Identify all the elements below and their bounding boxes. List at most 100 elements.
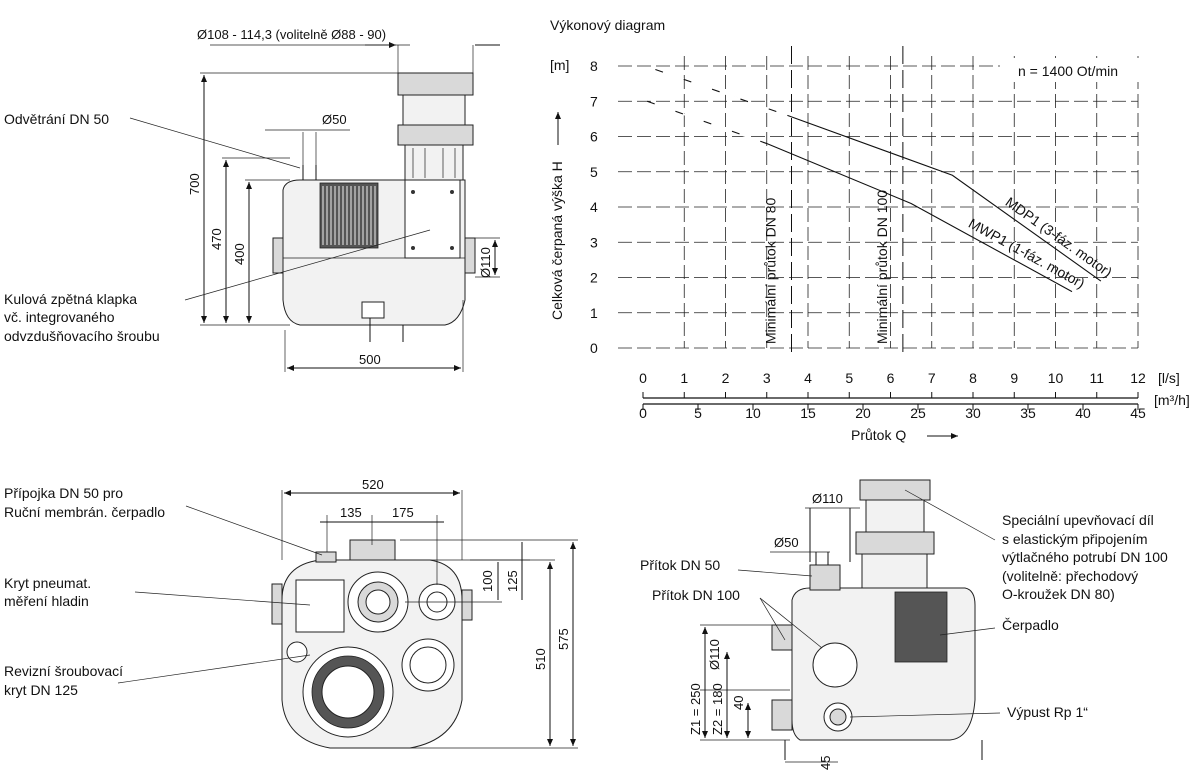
side-view-drawing: 700 470 400 500 Ø110 Ø108 - 114,3 (volit… [4,27,943,659]
x-tick-label-m3h: 40 [1075,405,1091,421]
x-tick-label-ls: 2 [722,370,730,386]
y-tick-label: 3 [590,234,598,250]
label-level-cover-1: Kryt pneumat. [4,575,91,591]
left-inlet [272,237,284,274]
y-tick-label: 4 [590,199,598,215]
chart-grid [618,56,1139,349]
dim-520: 520 [362,477,384,492]
label-inflow-50: Přítok DN 50 [640,557,720,573]
pipe-section [402,94,466,126]
mid-flange [397,124,474,146]
series-dash-mask [655,68,788,117]
x-tick-label-m3h: 25 [910,405,926,421]
x-tick-label-ls: 1 [680,370,688,386]
label-special-5: O-kroužek DN 80) [1002,586,1115,602]
pump-motor [894,591,948,663]
label-check-valve-3: odvzdušňovacího šroubu [4,328,160,344]
label-special-4: (volitelně: přechodový [1002,568,1138,584]
y-unit: [m] [550,57,569,73]
dim-700: 700 [187,173,202,195]
min-flow-label: Minimální průtok DN 80 [763,198,779,344]
y-tick-label: 2 [590,270,598,286]
x-tick-label-m3h: 0 [639,405,647,421]
y-tick-label: 6 [590,129,598,145]
x-tick-label-ls: 10 [1048,370,1064,386]
x-tick-label-m3h: 20 [855,405,871,421]
dim-50-vent: Ø50 [322,112,347,127]
dim-z2: Z2 = 180 [710,683,725,735]
dim-45: 45 [818,756,833,770]
x-unit-m3h: [m³/h] [1154,392,1190,408]
label-connection-2: Ruční membrán. čerpadlo [4,504,165,520]
valve-column [404,144,464,181]
dim-135: 135 [340,505,362,520]
x-tick-label-ls: 12 [1130,370,1146,386]
x-tick-label-m3h: 35 [1020,405,1036,421]
label-level-cover-2: měření hladin [4,593,89,609]
mid-flange-2 [855,531,935,555]
label-outlet: Výpust Rp 1“ [1007,704,1088,720]
speed-annotation: n = 1400 Ot/min [1018,63,1118,79]
y-tick-label: 5 [590,164,598,180]
dim-175: 175 [392,505,414,520]
front-view-drawing: Ø110 Ø50 Přítok DN 50 Přítok DN 100 Z1 =… [640,479,1168,770]
dim-125: 125 [505,570,520,592]
y-tick-label: 1 [590,305,598,321]
min-flow-label: Minimální průtok DN 100 [874,190,890,344]
dim-110-inlet: Ø110 [707,639,722,670]
dim-470: 470 [209,228,224,250]
dim-575: 575 [556,628,571,650]
y-tick-label: 8 [590,58,598,74]
y-tick-labels: 0 1 2 3 4 5 6 7 8 [590,58,598,356]
series-dash-mask [646,100,768,145]
dim-z1: Z1 = 250 [688,683,703,735]
label-pump: Čerpadlo [1002,617,1059,633]
x-tick-label-ls: 0 [639,370,647,386]
y-tick-label: 0 [590,340,598,356]
dim-110-front: Ø110 [812,491,843,506]
x-tick-label-m3h: 10 [745,405,761,421]
label-special-2: s elastickým připojením [1002,531,1148,547]
handle [361,301,385,319]
y-axis-label: Celková čerpaná výška H [549,161,565,320]
label-special-3: výtlačného potrubí DN 100 [1002,549,1168,565]
x-tick-label-m3h: 45 [1130,405,1146,421]
dim-top-flange: Ø108 - 114,3 (volitelně Ø88 - 90) [197,27,386,42]
top-view-drawing: 520 135 175 100 125 510 575 Přípojka DN … [4,477,578,749]
pressure-port [349,539,396,561]
x-tick-label-ls: 5 [845,370,853,386]
level-cover [295,579,345,633]
x-tick-label-m3h: 15 [800,405,816,421]
pipe-section-2 [865,499,925,533]
annotation-bg [1000,58,1140,82]
min-flow-lines: Minimální průtok DN 80 Minimální průtok D… [763,46,904,356]
x-tick-label-m3h: 5 [694,405,702,421]
dim-40: 40 [731,696,746,710]
x-tick-label-ls: 7 [928,370,936,386]
motor [319,182,379,249]
top-flange [397,72,474,96]
performance-chart: Výkonový diagram [m] Celková čerpaná výš… [549,17,1190,443]
x-axis-label: Průtok Q [851,427,906,443]
dim-110-side: Ø110 [478,247,493,278]
dim-510: 510 [533,648,548,670]
label-check-valve-1: Kulová zpětná klapka [4,291,137,307]
y-tick-label: 7 [590,93,598,109]
x-tick-label-ls: 3 [763,370,771,386]
x-tick-label-ls: 11 [1089,370,1104,386]
label-connection-1: Přípojka DN 50 pro [4,485,123,501]
x-tick-label-ls: 4 [804,370,812,386]
x-tick-label-m3h: 30 [965,405,981,421]
top-flange-2 [859,479,931,501]
x-tick-label-ls: 6 [887,370,895,386]
inlet-100 [812,642,858,688]
label-inflow-100: Přítok DN 100 [652,587,740,603]
chart-title: Výkonový diagram [550,17,665,33]
series-line [646,100,1073,293]
x-tick-label-ls: 9 [1010,370,1018,386]
label-revision-2: kryt DN 125 [4,682,78,698]
x-tick-label-ls: 8 [969,370,977,386]
x-unit-ls: [l/s] [1158,370,1180,386]
